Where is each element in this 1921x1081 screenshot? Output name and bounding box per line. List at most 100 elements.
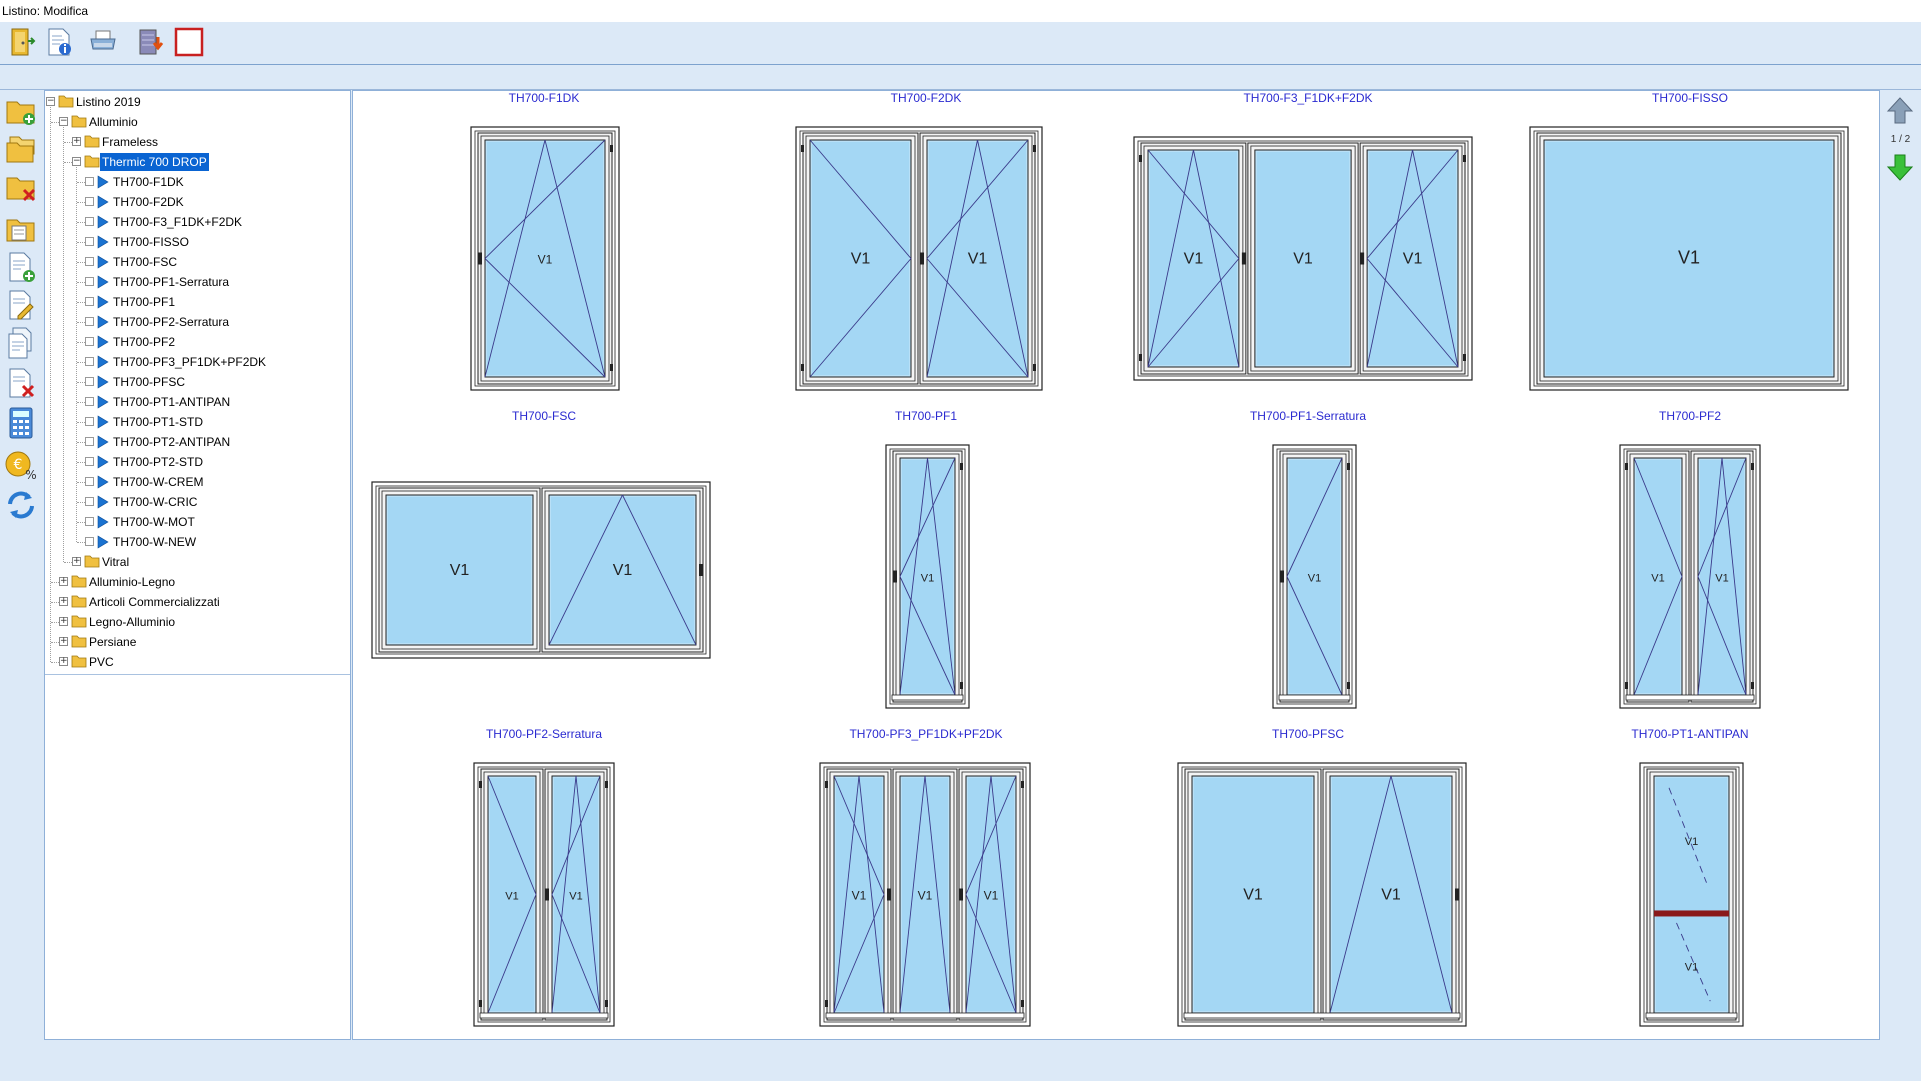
tree-item[interactable]: TH700-PT2-STD [45,453,350,471]
tree-connector [77,202,85,203]
tree-node-other[interactable]: +Persiane [45,633,350,651]
tree-checkbox[interactable] [85,397,94,406]
expander-minus-icon[interactable]: − [59,116,68,126]
tree-item[interactable]: TH700-F2DK [45,193,350,211]
tree-node-label: Alluminio-Legno [89,575,176,589]
tree-node-other[interactable]: +Legno-Alluminio [45,613,350,631]
tree-item[interactable]: TH700-PF1-Serratura [45,273,350,291]
expander-plus-icon[interactable]: + [59,636,68,646]
info-button[interactable] [44,27,74,57]
page-down-button[interactable] [1885,152,1915,182]
tree-checkbox[interactable] [85,177,94,186]
tree-connector [77,542,85,543]
expander-plus-icon[interactable]: + [72,136,81,146]
tree-checkbox[interactable] [85,217,94,226]
tree-checkbox[interactable] [85,537,94,546]
tree-node-other[interactable]: + Alluminio-Legno [45,573,350,591]
tree-item[interactable]: TH700-PF3_PF1DK+PF2DK [45,353,350,371]
frame-button[interactable] [174,27,204,57]
expander-plus-icon[interactable]: + [59,576,68,586]
new-folder-button[interactable] [4,94,38,128]
tree-item[interactable]: TH700-F3_F1DK+F2DK [45,213,350,231]
tree-checkbox[interactable] [85,197,94,206]
expander-plus-icon[interactable]: + [59,596,68,606]
tree-checkbox[interactable] [85,497,94,506]
expander-minus-icon[interactable]: − [72,156,81,166]
tree-node-vitral[interactable]: +Vitral [45,553,350,571]
tree-checkbox[interactable] [85,277,94,286]
copy-document-button[interactable] [4,326,38,360]
print-button[interactable] [88,27,118,57]
price-percent-button[interactable]: €% [4,448,38,482]
tree-item[interactable]: TH700-PT1-ANTIPAN [45,393,350,411]
tree-checkbox[interactable] [85,417,94,426]
sash-label: V1 [1715,573,1728,585]
tree-node-thermic-700-drop[interactable]: −Thermic 700 DROP [45,153,350,171]
tree-item[interactable]: TH700-PFSC [45,373,350,391]
tree-item[interactable]: TH700-PF2-Serratura [45,313,350,331]
new-document-button[interactable] [4,250,38,284]
tree-node-label: TH700-PT1-STD [113,415,204,429]
export-button[interactable] [136,27,166,57]
window-type-icon [97,315,109,329]
delete-folder-button[interactable] [4,170,38,204]
delete-document-button[interactable] [4,366,38,400]
exit-button[interactable] [6,27,36,57]
folder-properties-button[interactable] [4,212,38,246]
refresh-button[interactable] [4,488,38,522]
door-exit-icon [11,28,36,56]
expander-minus-icon[interactable]: − [46,96,55,106]
tree-checkbox[interactable] [85,477,94,486]
tree-node-root[interactable]: −Listino 2019 [45,93,350,111]
tree-checkbox[interactable] [85,337,94,346]
expander-plus-icon[interactable]: + [59,656,68,666]
tree-checkbox[interactable] [85,357,94,366]
window-type-label: TH700-FSC [511,409,576,423]
edit-document-button[interactable] [4,288,38,322]
tree-item[interactable]: TH700-W-MOT [45,513,350,531]
tree-connector [77,222,85,223]
tree-item[interactable]: TH700-FSC [45,253,350,271]
expander-plus-icon[interactable]: + [59,616,68,626]
tree-item[interactable]: TH700-PF1 [45,293,350,311]
tree-node-label: TH700-PF1 [113,295,176,309]
window-type-icon [97,335,109,349]
calculator-button[interactable] [4,406,38,440]
tree-item[interactable]: TH700-PT2-ANTIPAN [45,433,350,451]
tree-node-other[interactable]: +Articoli Commercializzati [45,593,350,611]
tree-item[interactable]: TH700-F1DK [45,173,350,191]
tree-item[interactable]: TH700-W-CREM [45,473,350,491]
tree-node-frameless[interactable]: +Frameless [45,133,350,151]
tree-checkbox[interactable] [85,377,94,386]
tree-item[interactable]: TH700-FISSO [45,233,350,251]
expander-plus-icon[interactable]: + [72,556,81,566]
tree-checkbox[interactable] [85,317,94,326]
tree-checkbox[interactable] [85,237,94,246]
tree-checkbox[interactable] [85,437,94,446]
tree-checkbox[interactable] [85,297,94,306]
tree-node-alluminio[interactable]: −Alluminio [45,113,350,131]
tree-checkbox[interactable] [85,517,94,526]
window-title: Listino: Modifica [2,4,89,18]
tree-item[interactable]: TH700-W-CRIC [45,493,350,511]
tree-checkbox[interactable] [85,457,94,466]
open-folder-button[interactable] [4,132,38,166]
page-up-button[interactable] [1885,96,1915,126]
tree-checkbox[interactable] [85,257,94,266]
tree-item[interactable]: TH700-W-NEW [45,533,350,551]
tree-item[interactable]: TH700-PF2 [45,333,350,351]
tree-node-other[interactable]: +PVC [45,653,350,671]
tree-item[interactable]: TH700-PT1-STD [45,413,350,431]
